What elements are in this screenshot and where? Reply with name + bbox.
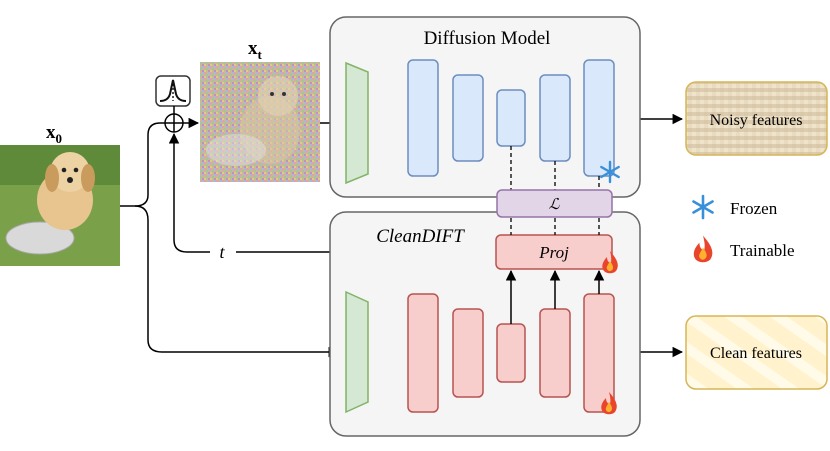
loss-box: ℒ — [496, 189, 613, 218]
legend: Frozen Trainable — [692, 194, 795, 263]
trainable-block-2 — [452, 308, 484, 398]
snowflake-icon — [692, 194, 714, 220]
projection-head: Proj — [495, 234, 618, 274]
feature-arrows — [505, 269, 605, 324]
trainable-encoder — [345, 290, 369, 414]
frozen-block-3 — [496, 89, 526, 147]
trainable-block-4 — [539, 308, 571, 398]
clean-features-box: Clean features — [685, 315, 828, 390]
trainable-block-3 — [496, 323, 526, 383]
legend-frozen-label: Frozen — [730, 199, 778, 218]
loss-links — [510, 146, 600, 235]
fire-icon — [601, 392, 617, 415]
x0-label: x0 — [46, 122, 62, 146]
noisy-features-box: Noisy features — [685, 81, 828, 156]
input-image-x0 — [0, 145, 120, 266]
fire-icon — [602, 251, 618, 274]
cleandift-title: CleanDIFT — [376, 226, 465, 247]
gaussian-noise-icon — [155, 75, 191, 107]
frozen-block-2 — [452, 74, 484, 162]
snowflake-icon — [600, 160, 620, 184]
proj-label: Proj — [538, 243, 569, 262]
frozen-block-5 — [583, 59, 615, 177]
frozen-block-4 — [539, 74, 571, 162]
trainable-block-5 — [583, 293, 615, 413]
noisy-image-xt — [200, 62, 320, 182]
loss-label: ℒ — [549, 197, 561, 213]
fire-icon — [693, 235, 713, 263]
diffusion-model-title: Diffusion Model — [424, 28, 551, 49]
frozen-block-1 — [407, 59, 439, 177]
diffusion-model-panel: Diffusion Model — [329, 16, 641, 198]
timestep-label: t — [219, 242, 225, 262]
clean-features-label: Clean features — [710, 345, 802, 362]
trainable-block-1 — [407, 293, 439, 413]
add-noise-circle — [164, 113, 184, 133]
xt-label: xt — [248, 38, 263, 62]
frozen-encoder — [345, 61, 369, 185]
noisy-features-label: Noisy features — [710, 112, 803, 129]
legend-trainable-label: Trainable — [730, 241, 795, 260]
